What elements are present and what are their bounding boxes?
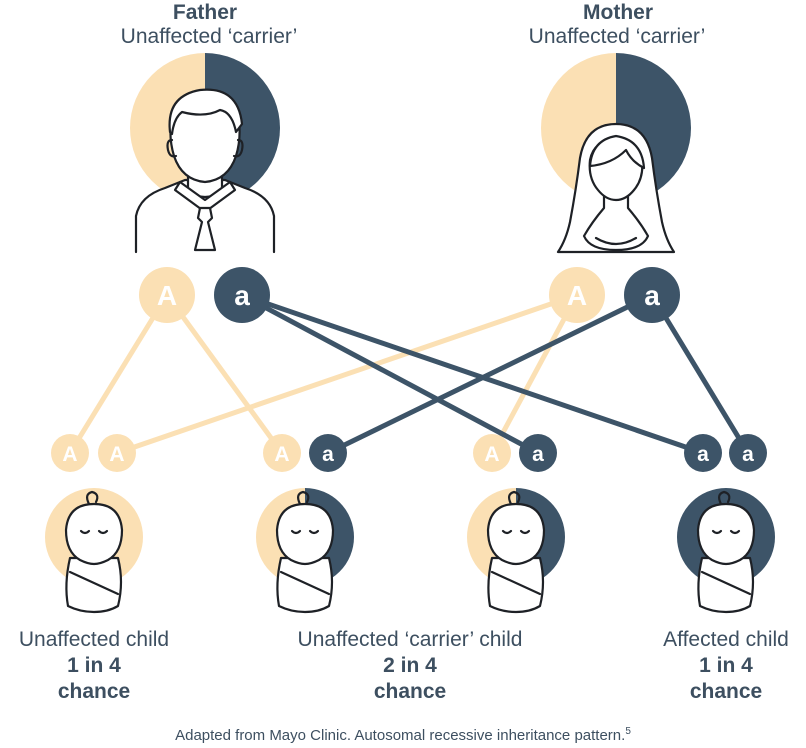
- line-father-A-child2: [164, 293, 285, 455]
- inheritance-lines: [67, 292, 751, 456]
- baby-icon: [696, 490, 756, 614]
- child2-allele-2-label: a: [322, 443, 334, 466]
- line-mother-A-child1: [116, 292, 578, 456]
- child4-odds: 1 in 4: [699, 654, 753, 677]
- child4-allele-2: [729, 434, 767, 472]
- mother-allele-recessive: [624, 267, 680, 323]
- child-labels: Unaffected child 1 in 4 chance Unaffecte…: [19, 628, 789, 703]
- line-mother-a-child2: [326, 292, 654, 456]
- child2-label: Unaffected ‘carrier’ child: [298, 628, 523, 651]
- father-allele-recessive: [214, 267, 270, 323]
- child2-odds: 2 in 4: [383, 654, 437, 677]
- baby-icon: [486, 490, 546, 614]
- child3-portrait: [467, 488, 565, 614]
- mother-status: Unaffected ‘carrier’: [529, 25, 706, 48]
- baby-icon: [275, 490, 335, 614]
- line-mother-A-child3: [489, 293, 580, 455]
- line-father-a-child3: [240, 292, 540, 456]
- mother-allele-recessive-label: a: [644, 280, 660, 311]
- child1-allele-2: [98, 434, 136, 472]
- mother-allele-dominant: [549, 267, 605, 323]
- child3-allele-2-label: a: [532, 443, 544, 466]
- line-father-a-child4: [241, 292, 704, 456]
- child4-chance: chance: [690, 680, 762, 703]
- child1-allele-2-label: A: [109, 443, 124, 466]
- line-mother-a-child4: [649, 293, 751, 455]
- caption-reference: 5: [625, 726, 631, 737]
- father-portrait: [130, 53, 280, 254]
- mother-portrait: [541, 53, 691, 254]
- child4-allele-1: [684, 434, 722, 472]
- father-title: Father: [173, 1, 237, 24]
- father-allele-dominant-label: A: [157, 280, 177, 311]
- father-status: Unaffected ‘carrier’: [121, 25, 298, 48]
- child2-allele-1: [263, 434, 301, 472]
- child2-allele-2: [309, 434, 347, 472]
- child2-allele-1-label: A: [274, 443, 289, 466]
- child3-allele-1-label: A: [484, 443, 499, 466]
- mother-allele-dominant-label: A: [567, 280, 587, 311]
- child1-allele-1-label: A: [62, 443, 77, 466]
- child2-chance: chance: [374, 680, 446, 703]
- child1-odds: 1 in 4: [67, 654, 121, 677]
- woman-icon: [556, 122, 676, 254]
- father-alleles: A a: [139, 267, 270, 323]
- father-allele-recessive-label: a: [234, 280, 250, 311]
- caption: Adapted from Mayo Clinic. Autosomal rece…: [175, 726, 631, 744]
- man-icon: [134, 88, 276, 254]
- caption-text: Adapted from Mayo Clinic. Autosomal rece…: [175, 727, 625, 744]
- baby-icon: [64, 490, 124, 614]
- child4-allele-1-label: a: [697, 443, 709, 466]
- line-father-A-child1: [67, 293, 170, 455]
- child4-portrait: [677, 488, 775, 614]
- child1-label: Unaffected child: [19, 628, 169, 651]
- child1-chance: chance: [58, 680, 130, 703]
- father-allele-dominant: [139, 267, 195, 323]
- child-alleles: A A A a A a a a: [51, 434, 767, 472]
- child4-label: Affected child: [663, 628, 789, 651]
- child3-allele-2: [519, 434, 557, 472]
- child2-portrait: [256, 488, 354, 614]
- child1-portrait: [45, 488, 143, 614]
- child1-allele-1: [51, 434, 89, 472]
- child4-allele-2-label: a: [742, 443, 754, 466]
- mother-title: Mother: [583, 1, 653, 24]
- child3-allele-1: [473, 434, 511, 472]
- mother-alleles: A a: [549, 267, 680, 323]
